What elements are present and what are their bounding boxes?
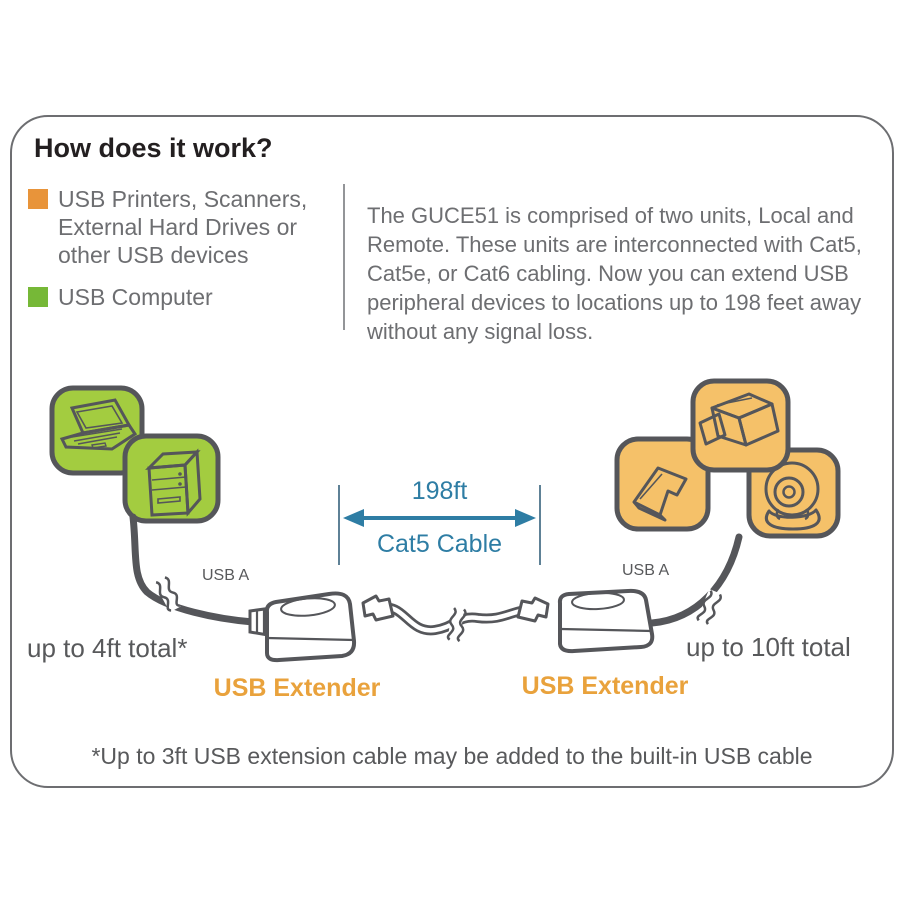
usb-extender-label-local: USB Extender xyxy=(213,674,381,702)
rj45-plug-icon xyxy=(516,596,550,623)
usb-a-label-remote: USB A xyxy=(622,562,670,579)
printer-icon xyxy=(690,378,791,473)
legend-item-computer: USB Computer xyxy=(28,283,328,311)
distance-label: 198ft xyxy=(411,477,468,505)
page-title: How does it work? xyxy=(34,133,273,163)
product-description: The GUCE51 is comprised of two units, Lo… xyxy=(367,203,862,344)
hard-drive-icon xyxy=(614,436,711,532)
green-swatch-icon xyxy=(28,287,48,307)
remote-cable-length-label: up to 10ft total xyxy=(686,632,851,662)
usb-extender-remote xyxy=(557,588,655,654)
desktop-computer-icon xyxy=(122,433,221,524)
laptop-icon xyxy=(49,385,145,476)
usb-extender-local xyxy=(248,591,357,663)
rj45-plug-icon xyxy=(361,594,395,622)
cable-type-label: Cat5 Cable xyxy=(376,530,503,558)
usb-a-label-local: USB A xyxy=(202,567,250,584)
legend-label-devices: USB Printers, Scanners, External Hard Dr… xyxy=(58,186,308,268)
footnote: *Up to 3ft USB extension cable may be ad… xyxy=(91,743,813,769)
cat5-cable xyxy=(361,594,550,642)
legend-label-computer: USB Computer xyxy=(58,284,213,310)
local-cable-length-label: up to 4ft total* xyxy=(27,633,188,663)
webcam-icon xyxy=(746,447,841,539)
remote-usb-cable xyxy=(648,533,743,626)
vertical-divider xyxy=(343,184,345,330)
usb-extender-label-remote: USB Extender xyxy=(521,672,689,700)
diagram-frame: How does it work? USB Printers, Scanners… xyxy=(10,115,894,788)
orange-swatch-icon xyxy=(28,189,48,209)
legend-item-devices: USB Printers, Scanners, External Hard Dr… xyxy=(28,185,328,269)
